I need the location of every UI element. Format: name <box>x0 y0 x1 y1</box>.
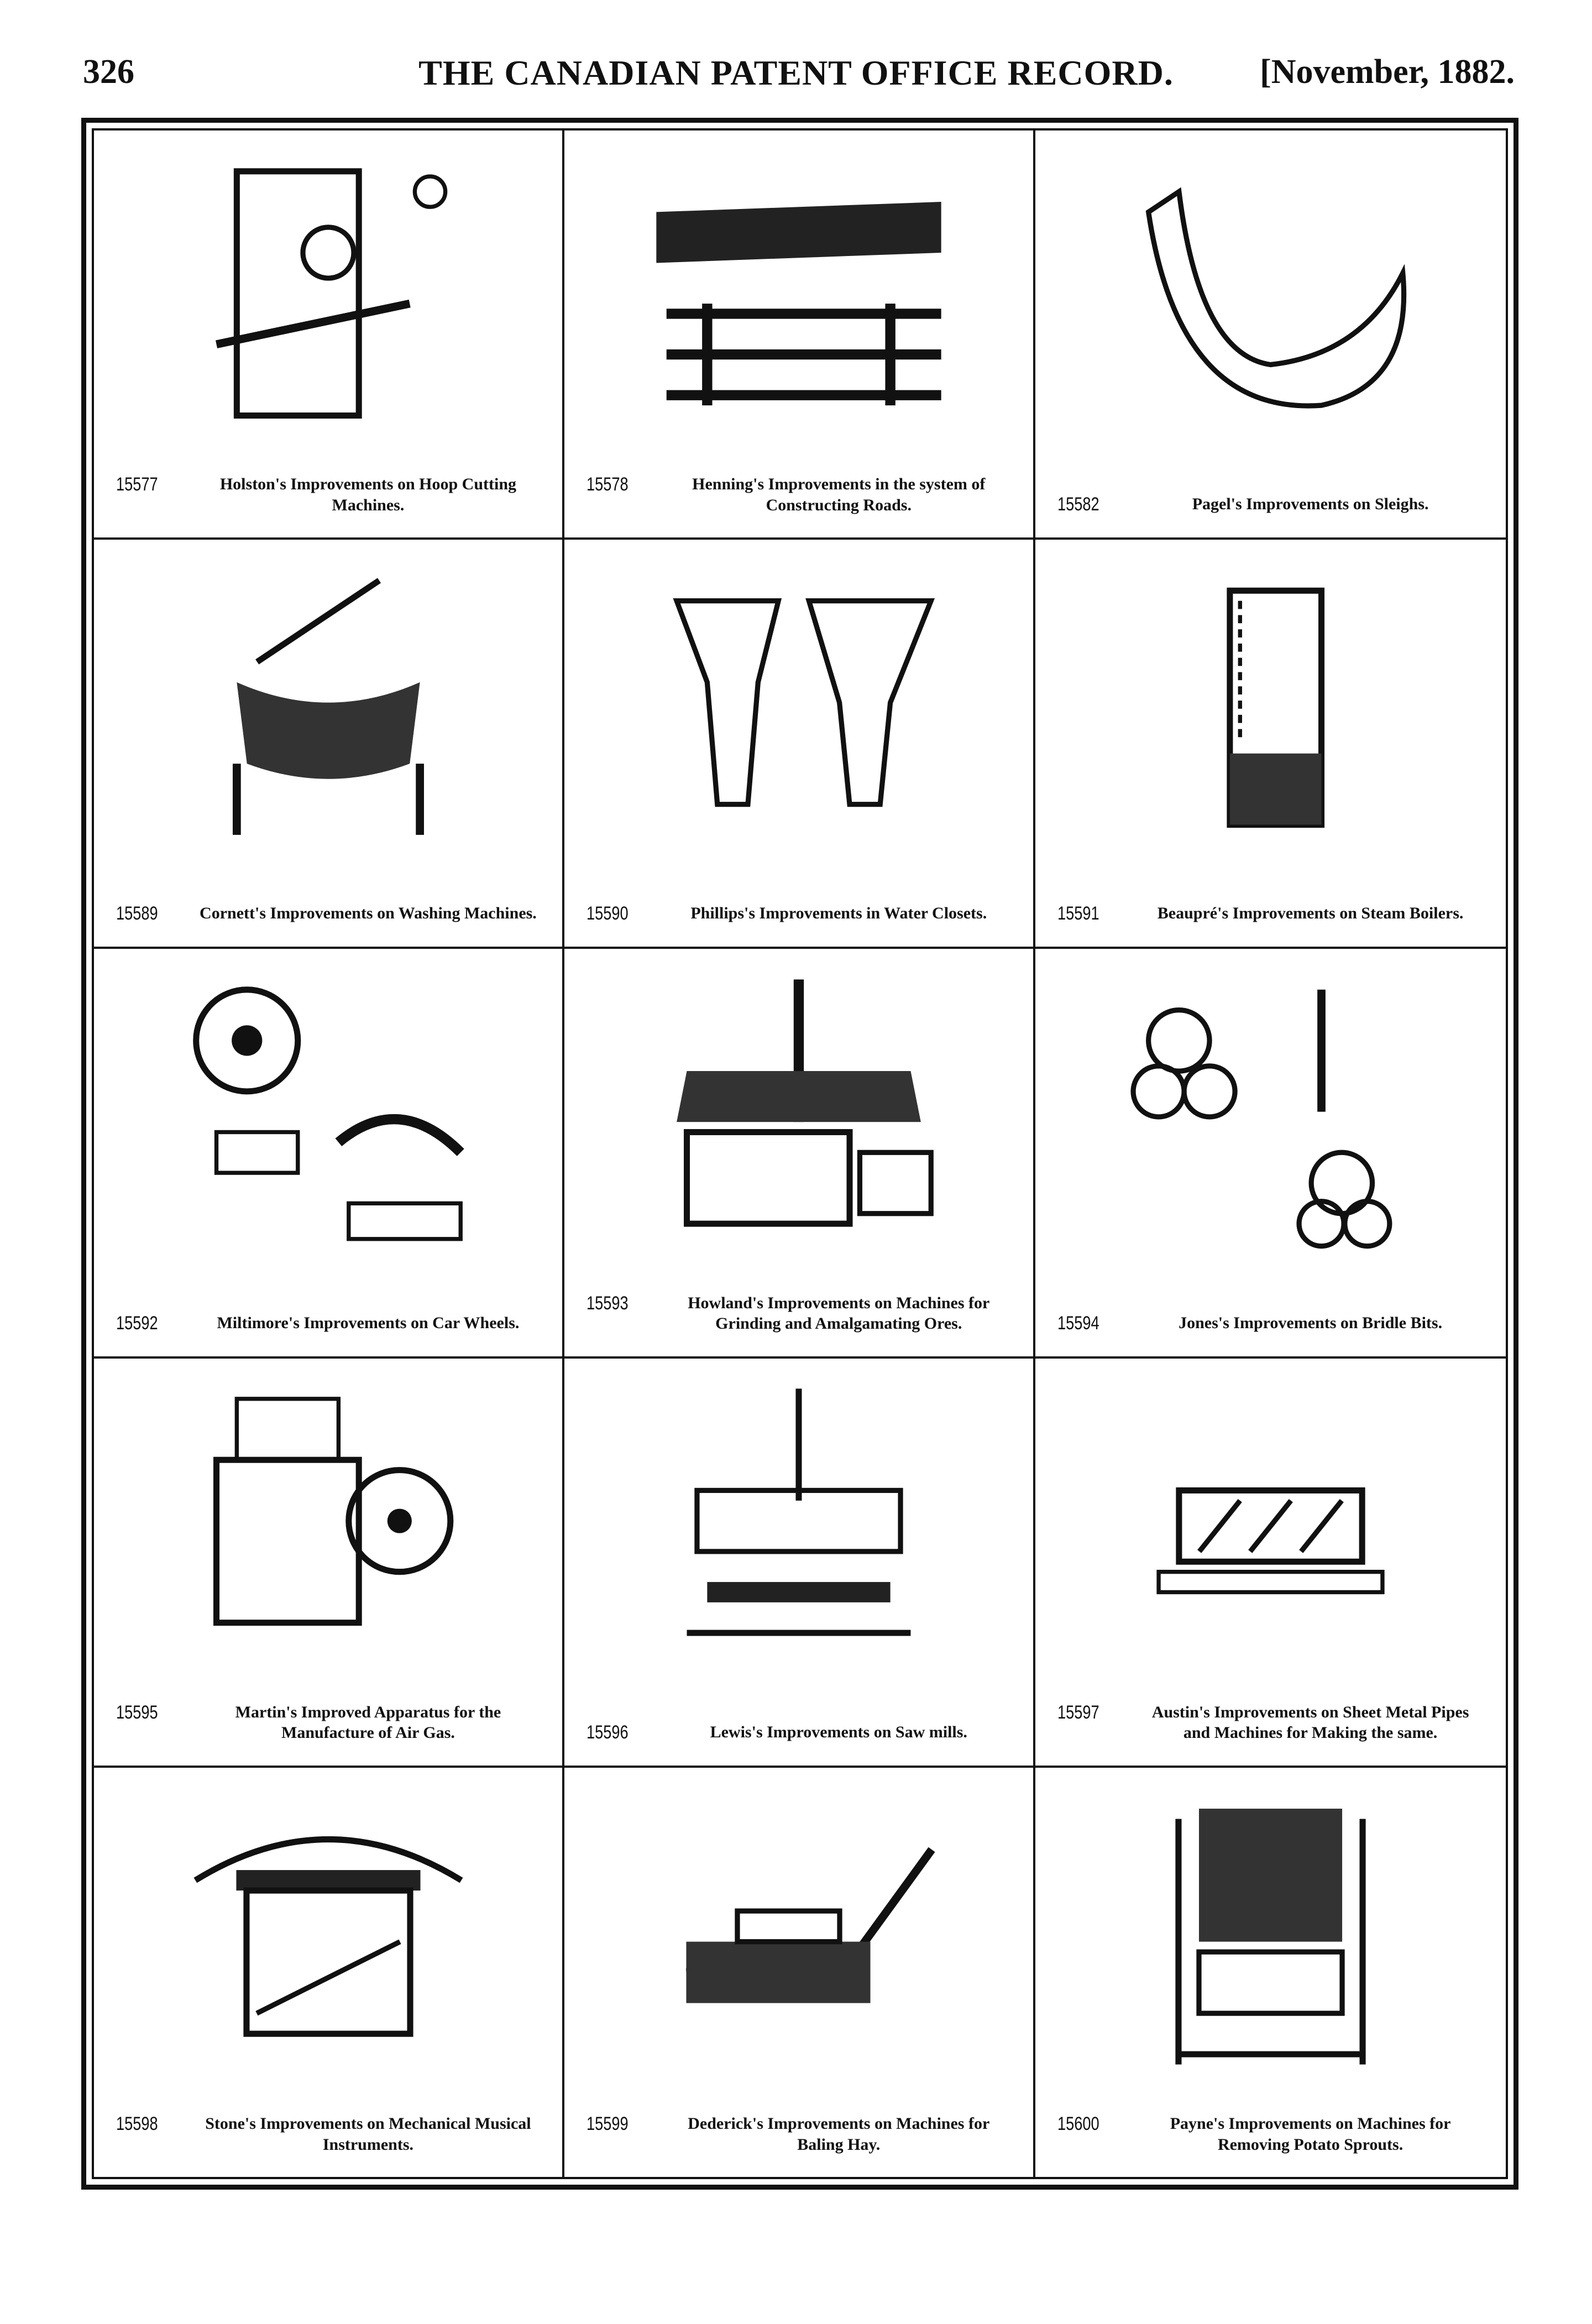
patent-caption: 15597 Austin's Improvements on Sheet Met… <box>1057 1702 1484 1743</box>
patent-illustration <box>687 1388 911 1637</box>
patent-cell-15589: 15589 Cornett's Improvements on Washing … <box>94 540 565 949</box>
patent-cell-15596: 15596 Lewis's Improvements on Saw mills. <box>564 1358 1035 1768</box>
patent-number: 15594 <box>1057 1312 1099 1334</box>
patent-number: 15577 <box>116 474 158 495</box>
patent-title: Austin's Improvements on Sheet Metal Pip… <box>1151 1702 1469 1742</box>
issue-date: [November, 1882. <box>1260 53 1515 91</box>
patent-title: Henning's Improvements in the system of … <box>692 475 986 514</box>
patent-caption: 15589 Cornett's Improvements on Washing … <box>116 903 540 925</box>
patent-title: Miltimore's Improvements on Car Wheels. <box>217 1313 520 1332</box>
patent-illustration <box>677 979 934 1227</box>
patent-number: 15595 <box>116 1701 158 1723</box>
patent-illustration <box>685 1847 935 2003</box>
patent-illustration <box>213 1397 454 1626</box>
patent-title: Pagel's Improvements on Sleighs. <box>1192 495 1429 514</box>
patent-caption: 15599 Dederick's Improvements on Machine… <box>586 2113 1010 2155</box>
patent-illustration <box>673 598 935 807</box>
patent-number: 15582 <box>1057 494 1099 515</box>
patent-title: Beaupré's Improvements on Steam Boilers. <box>1157 904 1464 923</box>
patent-cell-15590: 15590 Phillips's Improvements in Water C… <box>564 540 1035 949</box>
patent-number: 15600 <box>1057 2113 1099 2134</box>
patent-illustration <box>192 986 464 1241</box>
patent-number: 15591 <box>1057 903 1099 925</box>
patent-caption: 15577 Holston's Improvements on Hoop Cut… <box>116 474 540 515</box>
patent-cell-15594: 15594 Jones's Improvements on Bridle Bit… <box>1035 949 1506 1359</box>
patent-title: Jones's Improvements on Bridle Bits. <box>1179 1313 1443 1332</box>
patent-grid-frame: 15577 Holston's Improvements on Hoop Cut… <box>81 118 1518 2190</box>
patent-cell-15592: 15592 Miltimore's Improvements on Car Wh… <box>94 949 565 1359</box>
patent-cell-15597: 15597 Austin's Improvements on Sheet Met… <box>1035 1359 1506 1768</box>
patent-illustration <box>1130 989 1392 1249</box>
page-number: 326 <box>83 53 134 91</box>
patent-cell-15593: 15593 Howland's Improvements on Machines… <box>564 949 1035 1359</box>
patent-illustration <box>193 1836 463 2037</box>
patent-grid: 15577 Holston's Improvements on Hoop Cut… <box>92 128 1508 2179</box>
patent-cell-15582: 15582 Pagel's Improvements on Sleighs. <box>1035 130 1506 540</box>
patent-title: Stone's Improvements on Mechanical Music… <box>205 2114 531 2154</box>
patent-caption: 15594 Jones's Improvements on Bridle Bit… <box>1057 1313 1484 1334</box>
patent-illustration <box>1175 1808 1366 2065</box>
patent-illustration <box>1156 1487 1385 1595</box>
patent-cell-15578: 15578 Henning's Improvements in the syst… <box>564 130 1035 540</box>
patent-caption: 15596 Lewis's Improvements on Saw mills. <box>586 1722 1010 1743</box>
patent-caption: 15598 Stone's Improvements on Mechanical… <box>116 2113 540 2155</box>
patent-caption: 15582 Pagel's Improvements on Sleighs. <box>1057 494 1484 515</box>
patent-caption: 15592 Miltimore's Improvements on Car Wh… <box>116 1313 540 1334</box>
patent-cell-15599: 15599 Dederick's Improvements on Machine… <box>564 1767 1035 2177</box>
patent-caption: 15595 Martin's Improved Apparatus for th… <box>116 1702 540 1743</box>
patent-title: Payne's Improvements on Machines for Rem… <box>1170 2114 1451 2154</box>
patent-cell-15598: 15598 Stone's Improvements on Mechanical… <box>94 1767 565 2177</box>
patent-title: Howland's Improvements on Machines for G… <box>688 1293 990 1333</box>
patent-number: 15592 <box>116 1312 158 1334</box>
patent-cell-15595: 15595 Martin's Improved Apparatus for th… <box>94 1358 565 1768</box>
patent-cell-15577: 15577 Holston's Improvements on Hoop Cut… <box>94 130 565 540</box>
patent-illustration <box>1145 187 1407 409</box>
patent-title: Phillips's Improvements in Water Closets… <box>690 904 987 923</box>
patent-caption: 15600 Payne's Improvements on Machines f… <box>1057 2113 1484 2155</box>
patent-number: 15589 <box>116 903 158 925</box>
patent-number: 15597 <box>1057 1701 1099 1723</box>
patent-title: Martin's Improved Apparatus for the Manu… <box>235 1702 501 1742</box>
patent-number: 15578 <box>586 474 629 495</box>
patent-cell-15591: 15591 Beaupré's Improvements on Steam Bo… <box>1035 540 1506 949</box>
patent-caption: 15591 Beaupré's Improvements on Steam Bo… <box>1057 903 1484 925</box>
patent-caption: 15590 Phillips's Improvements in Water C… <box>586 903 1010 925</box>
patent-title: Cornett's Improvements on Washing Machin… <box>200 904 537 923</box>
patent-number: 15599 <box>586 2113 629 2134</box>
patent-illustration <box>215 168 447 419</box>
patent-title: Holston's Improvements on Hoop Cutting M… <box>219 475 517 514</box>
patent-title: Dederick's Improvements on Machines for … <box>688 2114 990 2154</box>
publication-title: THE CANADIAN PATENT OFFICE RECORD. <box>418 53 1174 92</box>
patent-number: 15593 <box>586 1292 629 1314</box>
patent-caption: 15593 Howland's Improvements on Machines… <box>586 1293 1010 1334</box>
patent-illustration <box>656 201 941 405</box>
patent-cell-15600: 15600 Payne's Improvements on Machines f… <box>1035 1768 1506 2177</box>
patent-illustration <box>1227 587 1324 828</box>
patent-number: 15598 <box>116 2113 158 2134</box>
patent-number: 15596 <box>586 1721 629 1743</box>
patent-number: 15590 <box>586 903 629 925</box>
patent-caption: 15578 Henning's Improvements in the syst… <box>586 474 1010 515</box>
patent-illustration <box>232 578 424 835</box>
patent-title: Lewis's Improvements on Saw mills. <box>710 1722 967 1741</box>
